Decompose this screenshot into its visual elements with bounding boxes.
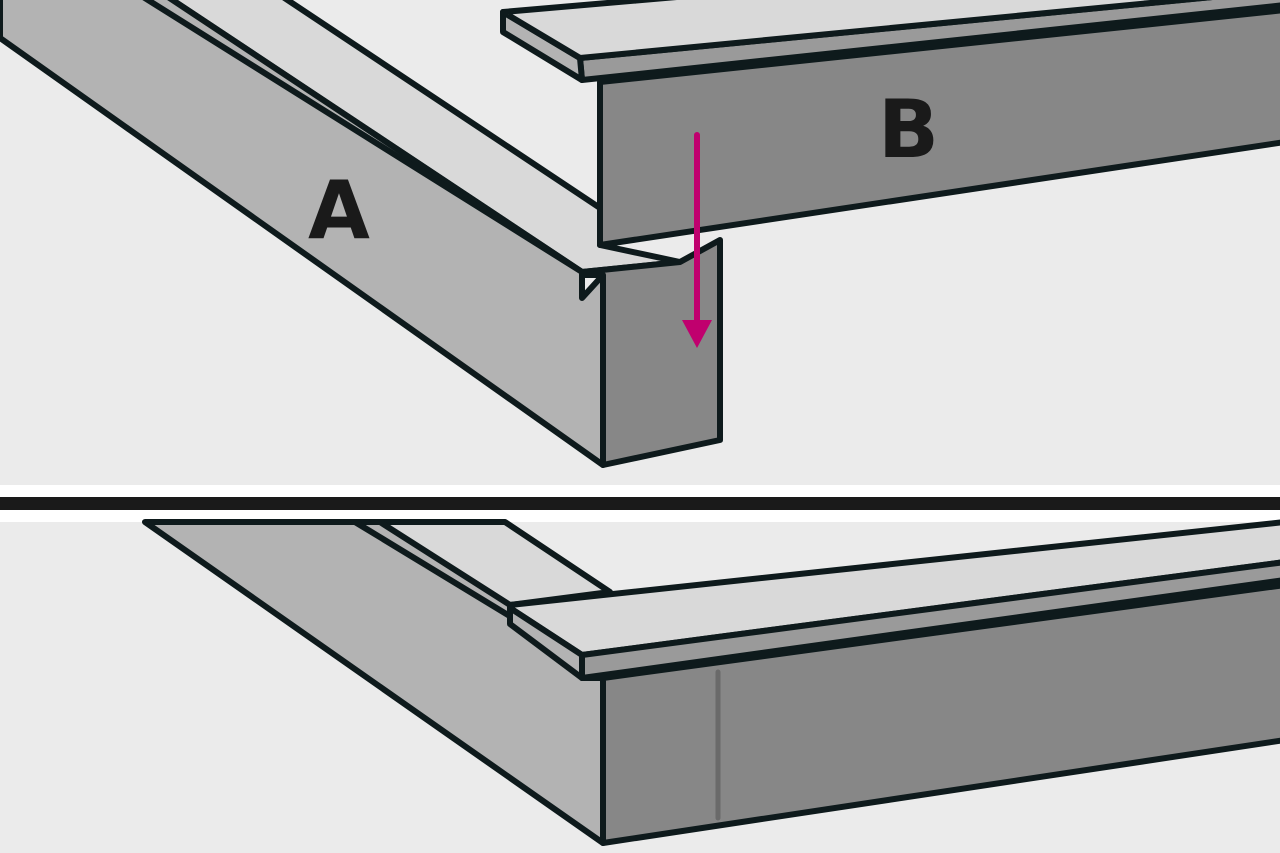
assembled-a-lip-front (507, 605, 585, 681)
step-divider (0, 485, 1280, 522)
label-a: A (308, 164, 370, 257)
bottom-panel (0, 519, 1280, 853)
assembled-b-side-face (600, 582, 1280, 846)
beam-b-side-face (597, 7, 1280, 248)
arrow-down-icon (682, 132, 712, 348)
beam-b-top-face (500, 0, 1213, 61)
beam-a-side-face (0, 0, 606, 468)
beam-a: A (0, 0, 723, 468)
beam-b: B (500, 0, 1280, 248)
label-b: B (878, 83, 939, 176)
top-panel: A B (0, 0, 1280, 468)
